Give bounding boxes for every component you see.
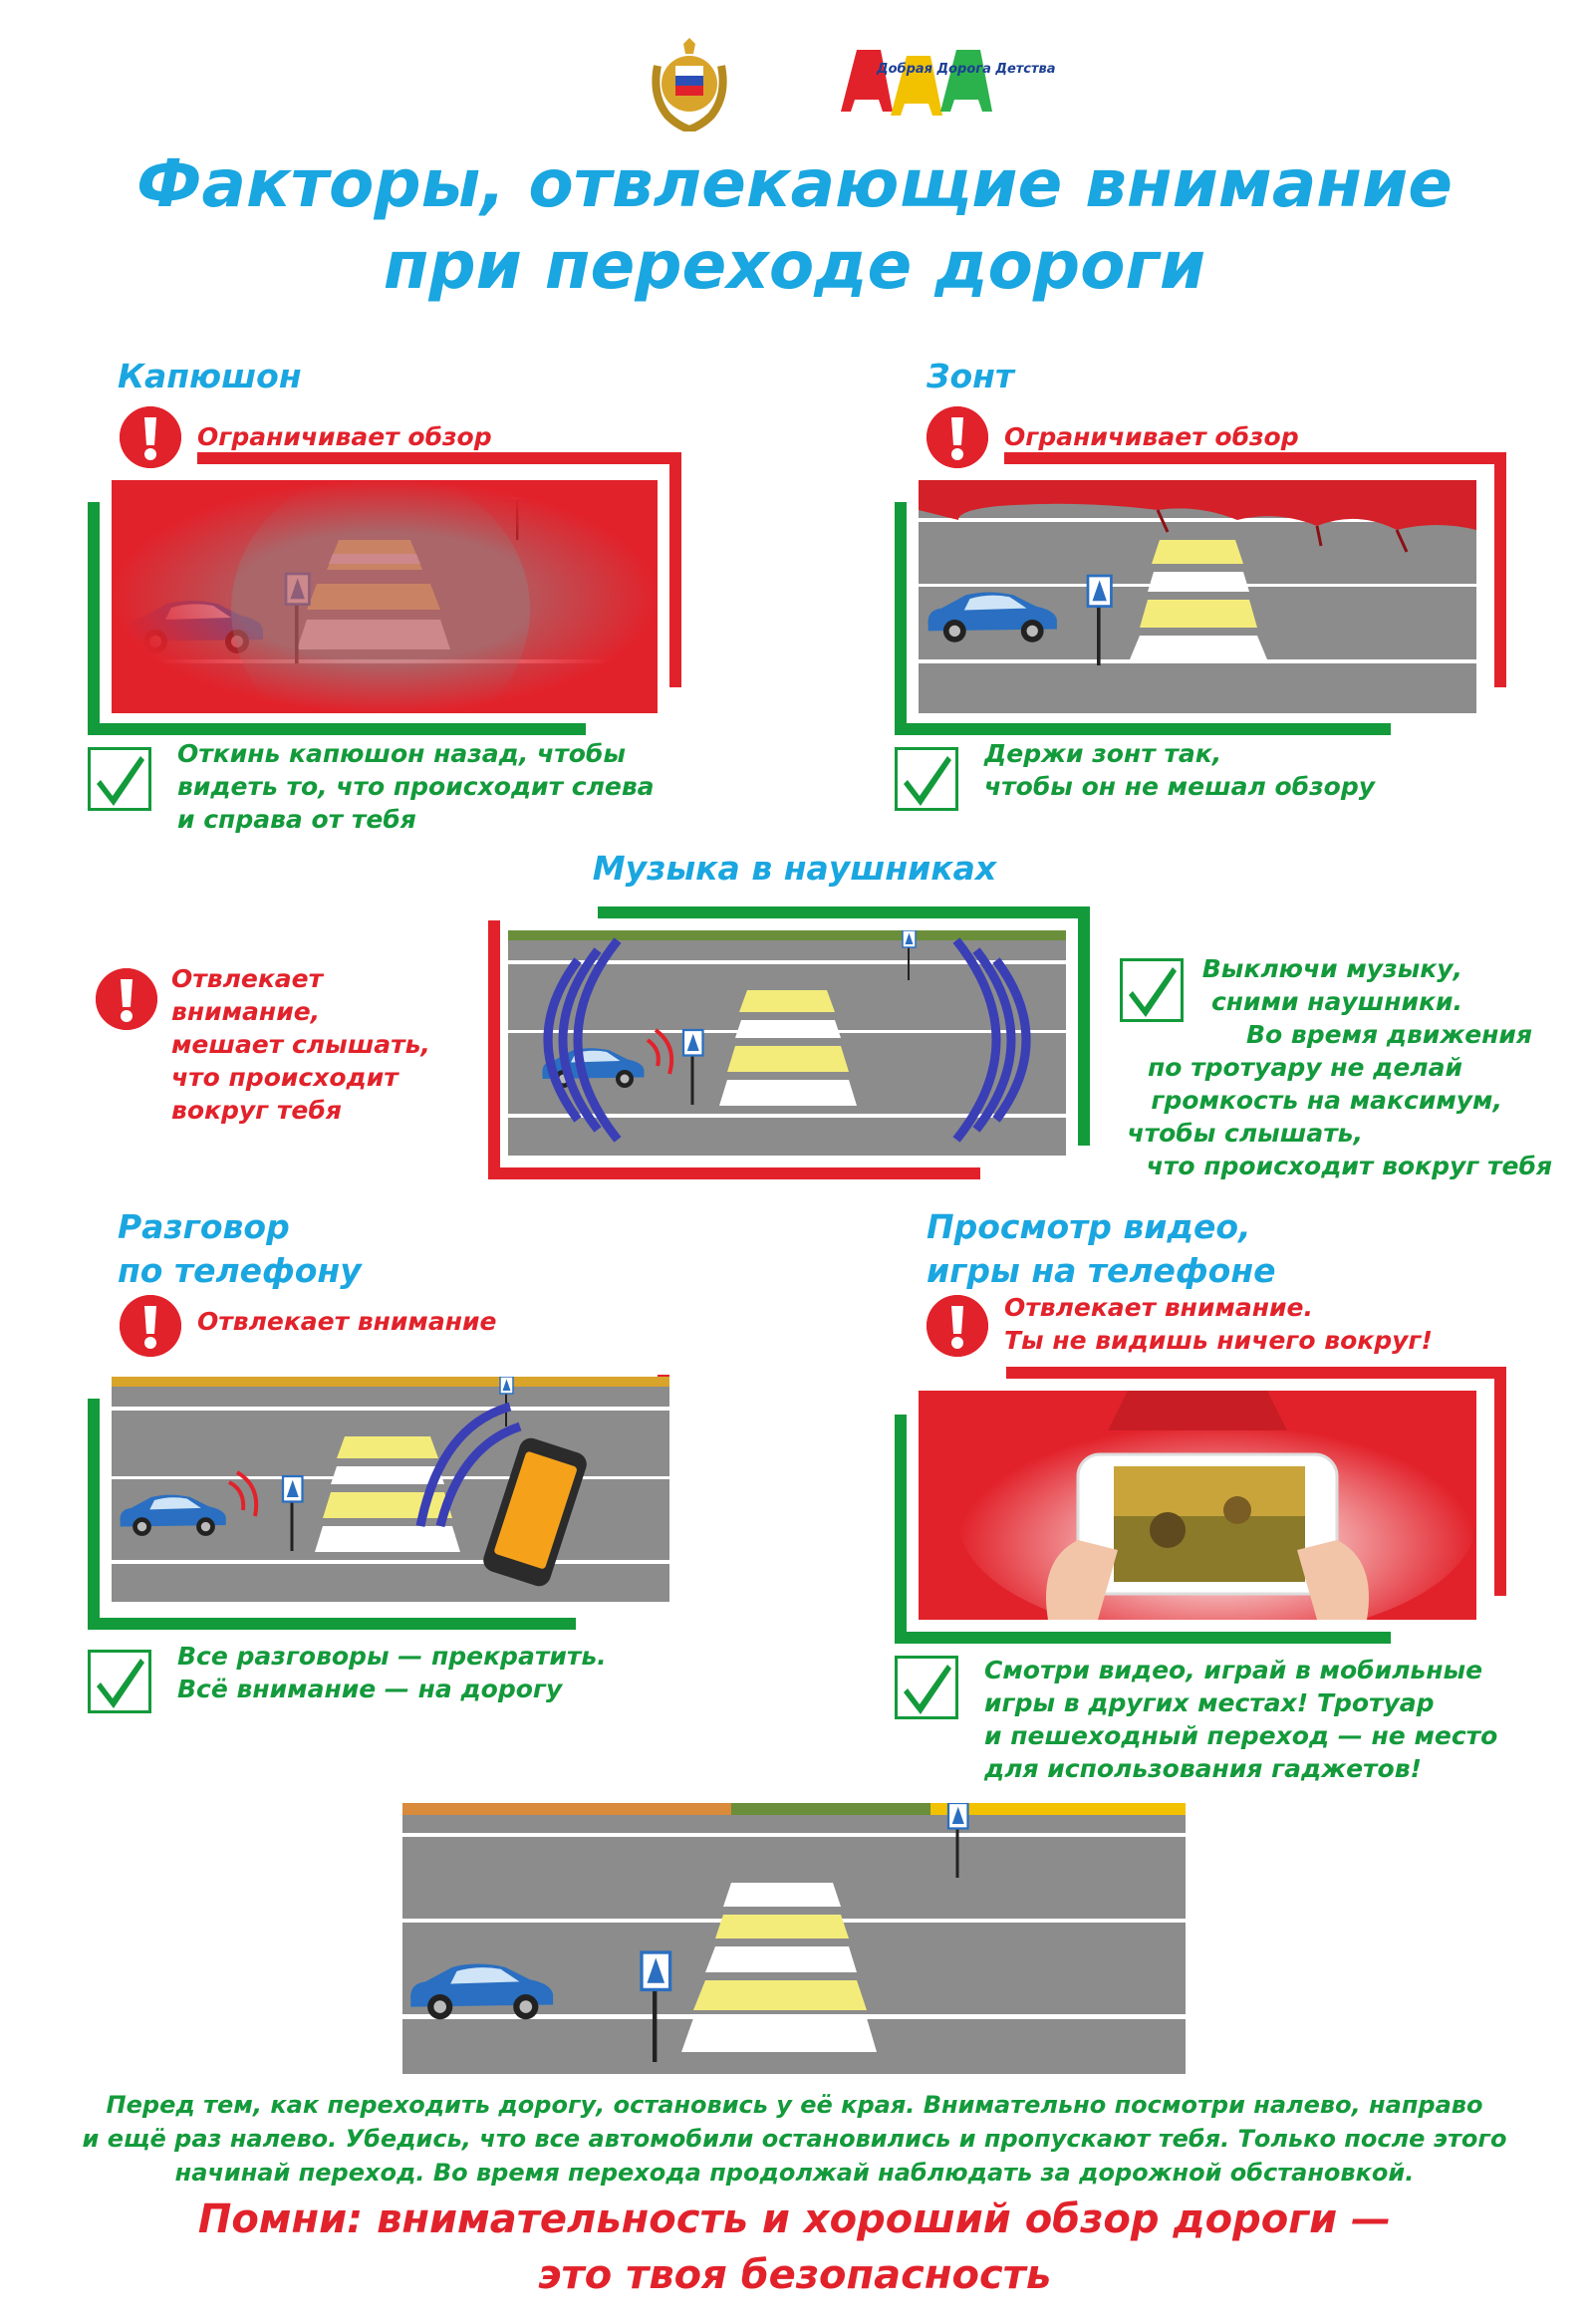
phone-call-warning: Отвлекает внимание — [197, 1307, 497, 1336]
umbrella-title: Зонт — [927, 357, 1015, 395]
hood-tip: Откинь капюшон назад, чтобы видеть то, ч… — [177, 737, 655, 836]
hood-scene — [112, 480, 658, 713]
warning-icon — [927, 406, 988, 468]
tip-check-icon — [1120, 958, 1184, 1022]
music-frame-red-left — [488, 920, 500, 1179]
title-line-1: Факторы, отвлекающие внимание — [136, 145, 1453, 222]
phone-call-title-line: Разговор — [118, 1207, 290, 1246]
music-tip-line: Во время движения — [1246, 1020, 1532, 1049]
footer-advice: Перед тем, как переходить дорогу, остано… — [60, 2088, 1529, 2190]
music-tip-line: по тротуару не делай — [1147, 1053, 1462, 1082]
footer-advice-line: начинай переход. Во время перехода продо… — [174, 2159, 1415, 2187]
dobraya-doroga-logo: Добрая Дорога Детства — [837, 40, 1066, 120]
logo-text: Добрая Дорога Детства — [877, 62, 1056, 77]
video-title-line: Просмотр видео, — [927, 1207, 1251, 1246]
umbrella-tip-line: Держи зонт так, — [984, 739, 1222, 768]
safe-crossing-scene — [402, 1803, 1186, 2074]
video-frame-green — [895, 1415, 1391, 1644]
music-tip-line: сними наушники. — [1210, 987, 1462, 1016]
music-warning-line: вокруг тебя — [171, 1096, 342, 1125]
music-title: Музыка в наушниках — [592, 849, 997, 888]
umbrella-warning: Ограничивает обзор — [1004, 422, 1299, 451]
umbrella-frame-green — [895, 502, 1391, 735]
hood-warning: Ограничивает обзор — [197, 422, 492, 451]
hood-title: Капюшон — [118, 357, 302, 395]
music-frame-green-top — [598, 906, 1090, 918]
phone-call-frame-green-bottom — [88, 1618, 576, 1630]
music-warning: Отвлекает внимание, мешает слышать, что … — [171, 962, 430, 1127]
music-tip-line: громкость на максимум, — [1151, 1086, 1502, 1115]
phone-call-scene — [112, 1377, 669, 1602]
video-title: Просмотр видео, игры на телефоне — [927, 1205, 1276, 1293]
music-frame-red-bottom — [488, 1167, 980, 1179]
video-tip-line: и пешеходный переход — не место — [984, 1721, 1498, 1750]
music-warning-line: Отвлекает — [171, 964, 324, 993]
video-tip-line: для использования гаджетов! — [984, 1754, 1422, 1783]
music-tip: Выключи музыку, сними наушники. Во время… — [1114, 952, 1572, 1182]
video-warning: Отвлекает внимание. Ты не видишь ничего … — [1004, 1291, 1433, 1357]
music-warning-line: мешает слышать, — [171, 1030, 430, 1059]
music-warning-line: внимание, — [171, 997, 321, 1026]
phone-call-frame-green-left — [88, 1399, 100, 1630]
video-tip-line: игры в других местах! Тротуар — [984, 1688, 1435, 1717]
hood-tip-line: видеть то, что происходит слева — [177, 772, 655, 801]
tip-check-icon — [88, 747, 151, 811]
warning-icon — [120, 406, 181, 468]
gibdd-emblem — [648, 36, 731, 134]
phone-call-title-line: по телефону — [118, 1251, 362, 1290]
warning-icon — [96, 968, 157, 1030]
video-tip: Смотри видео, играй в мобильные игры в д… — [984, 1654, 1497, 1785]
phone-call-title: Разговор по телефону — [118, 1205, 362, 1293]
umbrella-tip: Держи зонт так, чтобы он не мешал обзору — [984, 737, 1375, 803]
umbrella-frame-red — [1004, 452, 1506, 687]
title-line-2: при переходе дороги — [383, 227, 1206, 304]
video-scene — [919, 1391, 1476, 1620]
hood-tip-line: и справа от тебя — [177, 805, 416, 834]
footer-remember: Помни: внимательность и хороший обзор до… — [0, 2192, 1589, 2303]
warning-icon — [927, 1295, 988, 1357]
hood-frame-red — [197, 452, 681, 687]
music-tip-line: Выключи музыку, — [1201, 954, 1462, 983]
remember-line: Помни: внимательность и хороший обзор до… — [197, 2196, 1392, 2242]
footer-advice-line: и ещё раз налево. Убедись, что все автом… — [82, 2125, 1507, 2153]
tip-check-icon — [88, 1650, 151, 1713]
tip-check-icon — [895, 747, 958, 811]
warning-icon — [120, 1295, 181, 1357]
music-scene — [508, 930, 1066, 1156]
hood-tip-line: Откинь капюшон назад, чтобы — [177, 739, 626, 768]
footer-advice-line: Перед тем, как переходить дорогу, остано… — [106, 2091, 1483, 2119]
phone-call-tip-line: Все разговоры — прекратить. — [177, 1642, 607, 1671]
phone-call-tip: Все разговоры — прекратить. Всё внимание… — [177, 1640, 607, 1705]
video-warning-line: Отвлекает внимание. — [1004, 1293, 1313, 1322]
umbrella-tip-line: чтобы он не мешал обзору — [984, 772, 1376, 801]
music-tip-line: что происходит вокруг тебя — [1146, 1152, 1552, 1180]
music-warning-line: что происходит — [171, 1063, 398, 1092]
remember-line: это твоя безопасность — [537, 2252, 1052, 2298]
video-warning-line: Ты не видишь ничего вокруг! — [1004, 1326, 1433, 1355]
page-title: Факторы, отвлекающие внимание при перехо… — [0, 143, 1589, 307]
video-title-line: игры на телефоне — [927, 1251, 1276, 1290]
music-frame-green-right — [1078, 906, 1090, 1146]
hood-frame-green — [88, 502, 586, 735]
umbrella-scene — [919, 480, 1476, 713]
video-frame-red — [1006, 1367, 1506, 1596]
music-tip-line: чтобы слышать, — [1127, 1119, 1363, 1148]
phone-call-tip-line: Всё внимание — на дорогу — [177, 1675, 563, 1703]
tip-check-icon — [895, 1656, 958, 1719]
video-tip-line: Смотри видео, играй в мобильные — [984, 1656, 1483, 1684]
